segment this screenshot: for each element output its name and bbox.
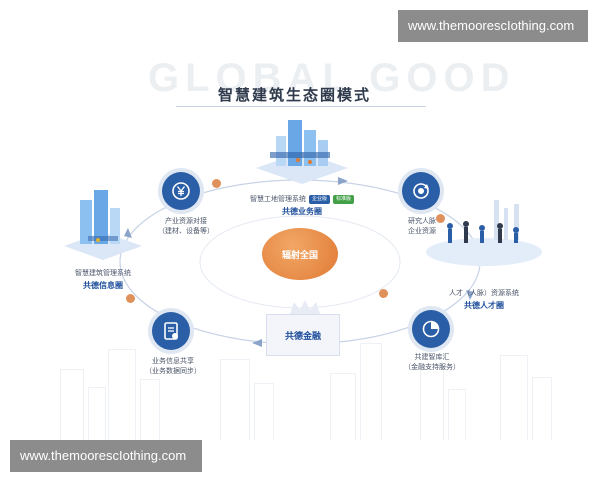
connector-top-right-line2: 企业资源 <box>408 227 436 235</box>
ring-dot <box>126 294 135 303</box>
right-node-title: 共德人才圈 <box>464 301 504 310</box>
document-icon <box>152 312 190 350</box>
left-node-caption: 智慧建筑管理系统 <box>75 269 131 277</box>
ring-dot <box>436 214 445 223</box>
connector-bottom-right-line2: （金融支持服务） <box>404 363 460 371</box>
watermark-bottom-text: www.themoorescIothing.com <box>20 448 187 463</box>
tag-enterprise: 企业版 <box>308 194 330 204</box>
connector-bottom-left-text: 业务信息共享 （业务数据同步） <box>134 356 212 376</box>
yen-icon <box>162 172 200 210</box>
connector-bottom-right-line1: 共建智库汇 <box>414 353 450 361</box>
connector-bottom-left-line1: 业务信息共享 <box>152 357 194 365</box>
building-illustration-left <box>64 190 142 260</box>
main-title: 智慧建筑生态圈模式 <box>218 86 372 104</box>
connector-top-left-line2: （建材、设备等） <box>158 227 214 235</box>
ring-dot <box>379 289 388 298</box>
connector-bottom-left-line2: （业务数据同步） <box>145 367 201 375</box>
right-node-caption: 人才（人脉）资源系统 <box>449 289 519 297</box>
title-underline <box>176 106 426 107</box>
node-right: 人才（人脉）资源系统 共德人才圈 <box>422 196 546 310</box>
left-node-title: 共德信息圈 <box>83 281 123 290</box>
node-left: 智慧建筑管理系统 共德信息圈 <box>60 182 146 302</box>
connector-top-left-text: 产业资源对接 （建材、设备等） <box>150 216 222 236</box>
connector-top-left-line1: 产业资源对接 <box>165 217 207 225</box>
watermark-top-text: www.themoorescIothing.com <box>408 18 575 33</box>
connector-top-right-line1: 研究人脉 <box>408 217 436 225</box>
pie-chart-icon <box>412 310 450 348</box>
crown-decoration <box>290 300 320 314</box>
connector-bottom-right-text: 共建智库汇 （金融支持服务） <box>396 352 468 372</box>
top-node-title: 共德业务圈 <box>282 207 322 216</box>
people-illustration-right <box>426 200 542 266</box>
top-node-caption: 智慧工地管理系统 <box>249 195 306 203</box>
node-top: 智慧工地管理系统 企业版 标准版 共德业务圈 <box>248 112 356 222</box>
ghost-title: GLOBAL GOOD <box>148 56 516 100</box>
connector-top-right-text: 研究人脉 企业资源 <box>392 216 452 236</box>
center-label: 辐射全国 <box>281 250 318 261</box>
bottom-node-box: 共德金融 <box>266 314 340 356</box>
building-illustration-top <box>256 120 348 184</box>
ring-dot <box>212 179 221 188</box>
watermark-bottom: www.themoorescIothing.com <box>10 440 202 472</box>
tag-standard: 标准版 <box>333 194 355 204</box>
center-node: 辐射全国 <box>262 228 338 280</box>
watermark-top: www.themoorescIothing.com <box>398 10 588 42</box>
bottom-node-label: 共德金融 <box>284 331 321 342</box>
node-bottom: 共德金融 <box>266 300 344 364</box>
refresh-icon <box>402 172 440 210</box>
